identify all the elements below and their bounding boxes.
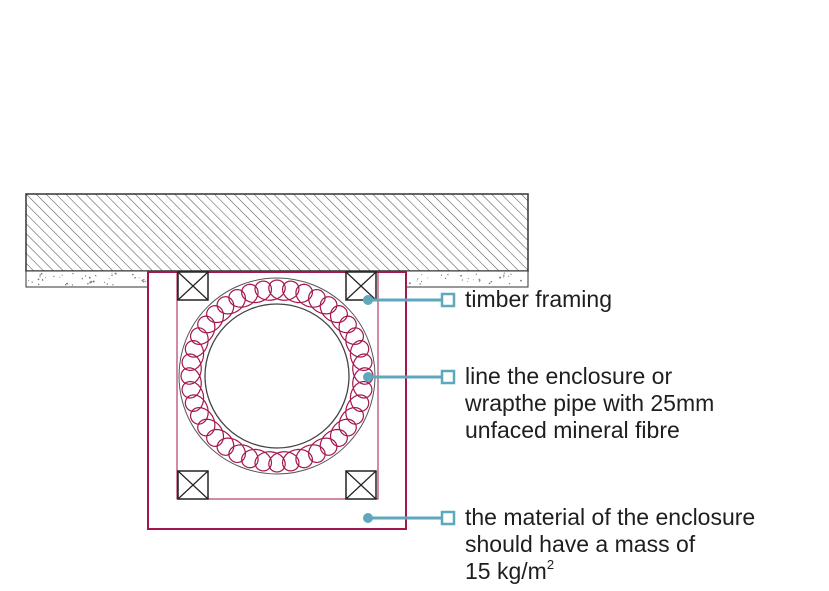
leader-mass xyxy=(363,510,456,526)
callout-line: timber framing xyxy=(465,286,612,312)
timber-block-top-right xyxy=(345,271,377,301)
leader-timber xyxy=(363,292,456,308)
callout-line: wrapthe pipe with 25mm xyxy=(465,390,715,416)
callout-line: the material of the enclosure xyxy=(465,504,756,530)
enclosure-lining xyxy=(176,271,379,500)
pipe xyxy=(204,303,350,449)
mass-exponent: 2 xyxy=(546,557,555,572)
timber-block-bottom-right xyxy=(345,470,377,500)
timber-block-top-left xyxy=(177,271,209,301)
callout-lining: line the enclosure or wrapthe pipe with … xyxy=(465,363,714,444)
callout-line: line the enclosure or xyxy=(465,363,673,389)
callout-line: should have a mass of xyxy=(465,531,696,557)
mass-value: 15 kg/m xyxy=(465,558,547,584)
mineral-fibre-coil xyxy=(180,279,374,473)
plaster-speckles xyxy=(28,272,522,286)
floor-slab xyxy=(25,193,529,272)
callout-enclosure-mass: the material of the enclosure should hav… xyxy=(465,504,755,585)
callout-timber-framing: timber framing xyxy=(465,286,612,313)
mass-value-line: 15 kg/m2 xyxy=(465,558,755,585)
timber-block-bottom-left xyxy=(177,470,209,500)
callout-line: unfaced mineral fibre xyxy=(465,417,680,443)
leader-lining xyxy=(363,369,456,385)
mineral-fibre-wrap xyxy=(180,279,374,473)
